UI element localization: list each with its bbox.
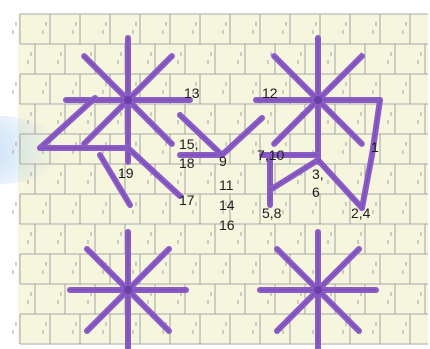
stitch-number-3: 3, [312,167,324,181]
stitch-number-5-8: 5,8 [262,206,281,220]
stitch-number-12: 12 [262,86,278,100]
stitch-number-11: 11 [219,178,234,192]
star-bottom-right-center [314,286,322,294]
stitch-number-2-4: 2,4 [351,206,370,220]
star-top-left-center [124,96,132,104]
stitch-number-18: 18 [179,156,195,170]
stitch-number-14: 14 [219,198,235,212]
stitch-number-17: 17 [179,193,195,207]
stitch-number-1: 1 [371,140,379,154]
stitch-number-19: 19 [118,166,134,180]
stitch-number-9: 9 [219,154,227,168]
star-bottom-left-center [124,286,132,294]
stitch-number-7-10: 7,10 [257,148,284,162]
star-top-right-center [314,96,322,104]
stitch-number-13: 13 [184,86,200,100]
stitch-number-15: 15, [179,137,198,151]
stitch-number-16: 16 [219,218,235,232]
stitch-number-6: 6 [312,185,320,199]
